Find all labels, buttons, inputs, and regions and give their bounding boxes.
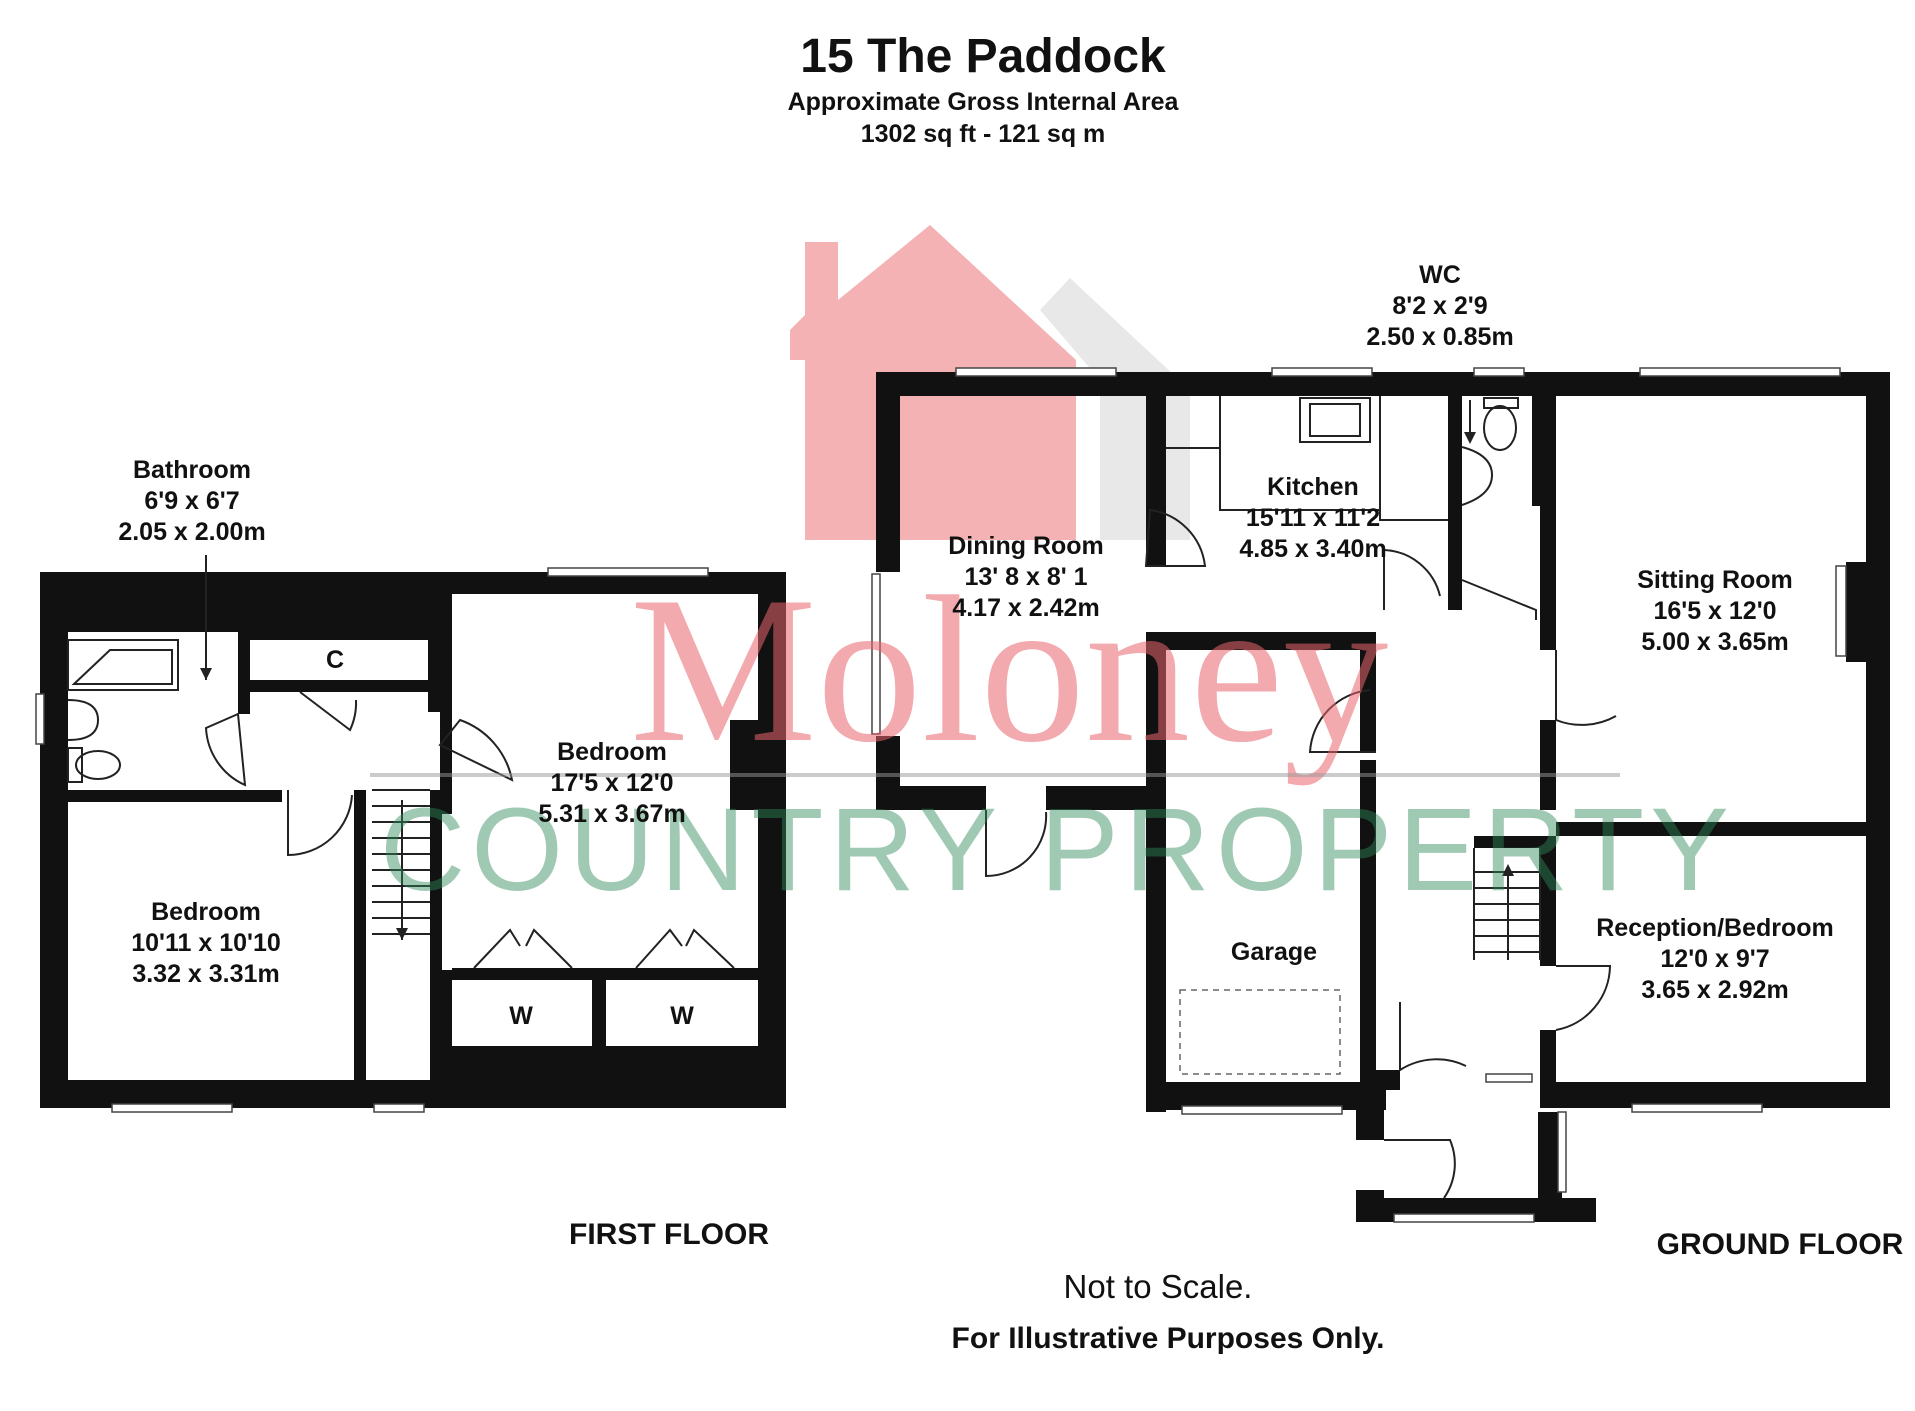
- svg-text:2.05 x 2.00m: 2.05 x 2.00m: [118, 518, 265, 546]
- svg-text:17'5 x 12'0: 17'5 x 12'0: [550, 769, 673, 797]
- floor-label-first: FIRST FLOOR: [569, 1218, 769, 1251]
- room-label-bathroom: Bathroom 6'9 x 6'7 2.05 x 2.00m: [118, 456, 265, 546]
- svg-text:12'0 x 9'7: 12'0 x 9'7: [1660, 945, 1769, 973]
- svg-text:Reception/Bedroom: Reception/Bedroom: [1596, 914, 1834, 942]
- area-subtitle: Approximate Gross Internal Area: [788, 88, 1180, 116]
- floor-label-ground: GROUND FLOOR: [1657, 1228, 1904, 1261]
- svg-text:15'11 x 11'2: 15'11 x 11'2: [1246, 504, 1380, 532]
- room-label-bedroom-small: Bedroom 10'11 x 10'10 3.32 x 3.31m: [131, 898, 281, 988]
- svg-text:5.31 x 3.67m: 5.31 x 3.67m: [538, 800, 685, 828]
- svg-text:3.32 x 3.31m: 3.32 x 3.31m: [132, 960, 279, 988]
- svg-text:16'5 x 12'0: 16'5 x 12'0: [1653, 597, 1776, 625]
- room-label-wardrobe-2: W: [670, 1002, 694, 1030]
- first-floor-plan: [35, 555, 786, 1113]
- svg-text:WC: WC: [1419, 261, 1461, 289]
- room-label-bedroom-large: Bedroom 17'5 x 12'0 5.31 x 3.67m: [538, 738, 685, 828]
- logo-tagline: Country Property: [380, 784, 1735, 916]
- logo-brand: Moloney: [630, 554, 1388, 786]
- svg-text:Bedroom: Bedroom: [557, 738, 667, 766]
- room-label-kitchen: Kitchen 15'11 x 11'2 4.85 x 3.40m: [1239, 473, 1386, 563]
- room-label-reception: Reception/Bedroom 12'0 x 9'7 3.65 x 2.92…: [1596, 914, 1834, 1004]
- svg-text:Kitchen: Kitchen: [1267, 473, 1359, 501]
- svg-text:4.85 x 3.40m: 4.85 x 3.40m: [1239, 535, 1386, 563]
- svg-text:Bathroom: Bathroom: [133, 456, 251, 484]
- svg-text:6'9 x 6'7: 6'9 x 6'7: [144, 487, 239, 515]
- svg-text:5.00 x 3.65m: 5.00 x 3.65m: [1641, 628, 1788, 656]
- svg-text:Bedroom: Bedroom: [151, 898, 261, 926]
- room-label-wardrobe-1: W: [509, 1002, 533, 1030]
- room-label-cupboard: C: [326, 646, 344, 674]
- room-label-sitting: Sitting Room 16'5 x 12'0 5.00 x 3.65m: [1637, 566, 1793, 656]
- svg-text:4.17 x 2.42m: 4.17 x 2.42m: [952, 594, 1099, 622]
- svg-text:13' 8 x 8' 1: 13' 8 x 8' 1: [964, 563, 1087, 591]
- room-label-wc: WC 8'2 x 2'9 2.50 x 0.85m: [1366, 261, 1513, 351]
- svg-text:3.65 x 2.92m: 3.65 x 2.92m: [1641, 976, 1788, 1004]
- page-title: 15 The Paddock: [800, 30, 1166, 83]
- svg-text:Sitting Room: Sitting Room: [1637, 566, 1793, 594]
- svg-text:2.50 x 0.85m: 2.50 x 0.85m: [1366, 323, 1513, 351]
- area-value: 1302 sq ft - 121 sq m: [861, 120, 1106, 148]
- scale-note: Not to Scale.: [1064, 1268, 1253, 1305]
- svg-text:8'2 x 2'9: 8'2 x 2'9: [1392, 292, 1487, 320]
- svg-text:10'11 x 10'10: 10'11 x 10'10: [131, 929, 281, 957]
- room-label-dining: Dining Room 13' 8 x 8' 1 4.17 x 2.42m: [948, 532, 1104, 622]
- ground-floor-plan: [871, 367, 1890, 1223]
- svg-text:Dining Room: Dining Room: [948, 532, 1104, 560]
- illustrative-note: For Illustrative Purposes Only.: [952, 1322, 1385, 1355]
- room-label-garage: Garage: [1231, 938, 1317, 966]
